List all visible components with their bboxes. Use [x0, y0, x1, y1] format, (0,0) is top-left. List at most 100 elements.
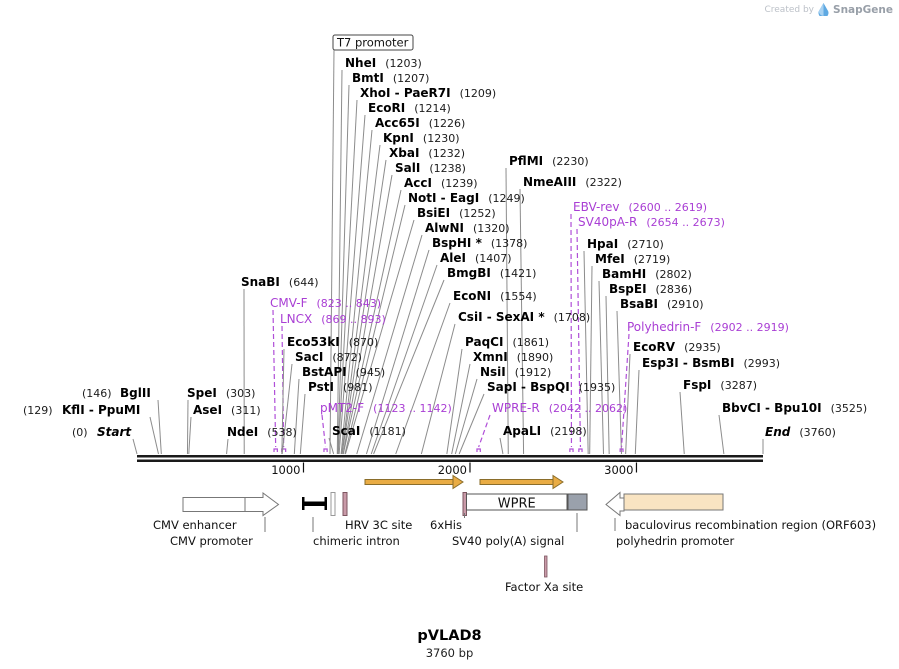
leader-line-wpre-r — [478, 414, 491, 448]
plasmid-length: 3760 bp — [425, 646, 474, 660]
site-label-xhoi-paer7i[interactable]: XhoI - PaeR7I(1209) — [360, 86, 496, 100]
site-label-polyhedrin-f[interactable]: Polyhedrin-F(2902 .. 2919) — [627, 320, 789, 334]
site-label-xmni[interactable]: XmnI(1890) — [473, 350, 553, 364]
site-label-acci[interactable]: AccI(1239) — [404, 176, 478, 190]
site-label-nhei[interactable]: NheI(1203) — [345, 56, 422, 70]
leader-line-cmv-f — [272, 309, 277, 448]
title-block: pVLAD8 3760 bp — [0, 628, 899, 660]
ruler-tick-label-1000: 1000 — [271, 463, 300, 477]
site-label-scai[interactable]: ScaI(1181) — [332, 424, 406, 438]
sv40-polya-box[interactable] — [567, 493, 588, 511]
6xhis-feature[interactable] — [462, 492, 467, 516]
site-label-wpre-r[interactable]: WPRE-R(2042 .. 2062) — [492, 401, 627, 415]
site-label-econi[interactable]: EcoNI(1554) — [453, 289, 537, 303]
site-label-nmeaiii[interactable]: NmeAIII(2322) — [523, 175, 622, 189]
site-label-kfli-ppumi[interactable]: (129)KflI - PpuMI — [23, 403, 140, 417]
site-label-alei[interactable]: AleI(1407) — [440, 251, 512, 265]
site-label-bspei[interactable]: BspEI(2836) — [609, 282, 692, 296]
site-label-psti[interactable]: PstI(981) — [308, 380, 373, 394]
leader-line-pflmi — [505, 167, 509, 455]
leader-line-bsiei — [344, 219, 415, 455]
ruler-tick-label-2000: 2000 — [438, 463, 467, 477]
ruler-tick-label-3000: 3000 — [604, 463, 633, 477]
site-label-bstapi[interactable]: BstAPI(945) — [302, 365, 385, 379]
site-label-sapi-bspqi[interactable]: SapI - BspQI(1935) — [487, 380, 615, 394]
site-label-end[interactable]: End(3760) — [765, 425, 836, 439]
leader-line-ndei — [226, 438, 229, 455]
baculovirus-region-box[interactable] — [623, 493, 724, 511]
site-label-ecorv[interactable]: EcoRV(2935) — [633, 340, 721, 354]
site-label-asei[interactable]: AseI(311) — [193, 403, 261, 417]
site-label-ecori[interactable]: EcoRI(1214) — [368, 101, 451, 115]
site-label-noti-eagi[interactable]: NotI - EagI(1249) — [408, 191, 525, 205]
site-label-bglii[interactable]: (146)BglII — [82, 386, 151, 400]
site-label-pflmi[interactable]: PflMI(2230) — [509, 154, 589, 168]
leader-line-bglii — [157, 399, 162, 455]
site-label-bsphi[interactable]: BspHI *(1378) — [432, 236, 527, 250]
t7-promoter-label[interactable]: T7 promoter — [336, 36, 409, 50]
site-label-start[interactable]: (0)Start — [72, 425, 132, 439]
leader-line-bsphi — [365, 249, 430, 455]
site-label-hpai[interactable]: HpaI(2710) — [587, 237, 664, 251]
site-label-bmti[interactable]: BmtI(1207) — [352, 71, 429, 85]
leader-line-bspei — [605, 295, 610, 455]
site-label-acc65i[interactable]: Acc65I(1226) — [375, 116, 465, 130]
leader-line-acci — [342, 189, 402, 455]
site-label-bsiei[interactable]: BsiEI(1252) — [417, 206, 496, 220]
primer-foot-ebv-rev — [569, 448, 574, 452]
site-label-bbvci-bpu10i[interactable]: BbvCI - Bpu10I(3525) — [722, 401, 867, 415]
site-label-kpni[interactable]: KpnI(1230) — [383, 131, 459, 145]
hrv-3c-site-feature[interactable] — [342, 492, 348, 516]
watermark: Created by SnapGene — [764, 3, 893, 16]
leader-line-esp3i-bsmbi — [634, 369, 640, 455]
site-label-saci[interactable]: SacI(872) — [295, 350, 362, 364]
t7-promoter-label-box[interactable] — [332, 34, 414, 51]
polyhedrin-promoter-label: polyhedrin promoter — [616, 534, 735, 548]
site-label-esp3i-bsmbi[interactable]: Esp3I - BsmBI(2993) — [642, 356, 780, 370]
chimeric-intron-bar[interactable] — [302, 501, 327, 507]
watermark-created-by: Created by — [764, 4, 815, 15]
site-label-mfei[interactable]: MfeI(2719) — [595, 252, 670, 266]
site-label-xbai[interactable]: XbaI(1232) — [389, 146, 465, 160]
t7-promoter-feature[interactable] — [330, 492, 336, 516]
leader-line-saci — [281, 363, 293, 455]
site-label-sali[interactable]: SalI(1238) — [395, 161, 466, 175]
site-label-spei[interactable]: SpeI(303) — [187, 386, 255, 400]
site-label-sv40pa-r[interactable]: SV40pA-R(2654 .. 2673) — [578, 215, 725, 229]
wpre-box[interactable] — [466, 493, 568, 511]
site-label-apali[interactable]: ApaLI(2198) — [503, 424, 587, 438]
wpre-box-label: WPRE — [498, 497, 536, 512]
site-label-ebv-rev[interactable]: EBV-rev(2600 .. 2619) — [573, 200, 707, 214]
site-label-csii-sexai[interactable]: CsiI - SexAI *(1708) — [458, 310, 590, 324]
factor-xa-site-feature[interactable] — [544, 555, 548, 578]
orf-arrow-1-head — [452, 474, 464, 490]
site-label-nsii[interactable]: NsiI(1912) — [480, 365, 551, 379]
site-label-bmgbi[interactable]: BmgBI(1421) — [447, 266, 536, 280]
site-label-bamhi[interactable]: BamHI(2802) — [602, 267, 692, 281]
site-label-alwni[interactable]: AlwNI(1320) — [425, 221, 510, 235]
sv40-polya-label: SV40 poly(A) signal — [452, 534, 564, 548]
leader-line-nsii — [454, 378, 478, 455]
leader-line-csii-sexai — [420, 323, 456, 455]
site-label-pmt2-f[interactable]: pMT2-F(1123 .. 1142) — [320, 401, 452, 415]
leader-line-sali — [342, 174, 393, 455]
leader-line-bbvci-bpu10i — [718, 414, 725, 455]
polyhedrin-promoter-arrow[interactable] — [605, 491, 625, 517]
site-label-eco53ki[interactable]: Eco53kI(870) — [287, 335, 378, 349]
primer-foot-pmt2-f — [323, 448, 328, 452]
orf-arrow-2-head — [552, 474, 564, 490]
cmv-enhancer-promoter-arrow[interactable] — [182, 492, 280, 517]
site-label-ndei[interactable]: NdeI(538) — [227, 425, 297, 439]
site-label-snabi[interactable]: SnaBI(644) — [241, 275, 319, 289]
site-label-fspi[interactable]: FspI(3287) — [683, 378, 757, 392]
orf-arrow-2[interactable] — [479, 479, 555, 485]
site-label-lncx[interactable]: LNCX(869 .. 893) — [280, 312, 386, 326]
watermark-brand: SnapGene — [833, 3, 893, 16]
orf-arrow-1[interactable] — [364, 479, 455, 485]
site-label-bsabi[interactable]: BsaBI(2910) — [620, 297, 704, 311]
cmv-promoter-label: CMV promoter — [170, 534, 253, 548]
site-label-cmv-f[interactable]: CMV-F(823 .. 843) — [270, 296, 381, 310]
site-label-paqci[interactable]: PaqCI(1861) — [465, 335, 549, 349]
leader-line-t7-promoter — [329, 49, 335, 455]
